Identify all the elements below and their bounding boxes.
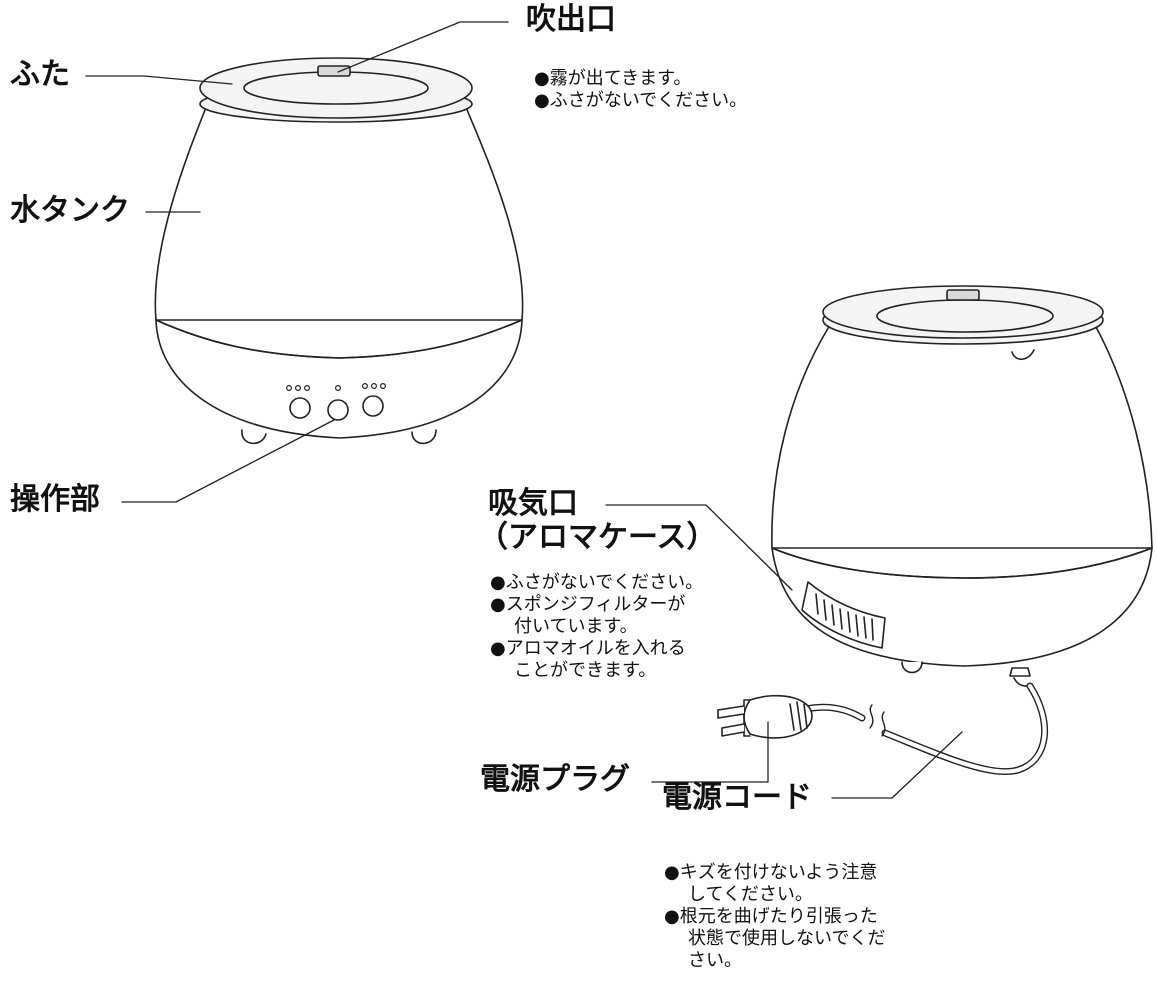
label-water-tank: 水タンク <box>10 193 130 228</box>
tank-spout <box>1011 349 1035 361</box>
note-intake-line: ●アロマオイルを入れる <box>490 638 686 659</box>
plug-blade-bottom <box>721 723 745 737</box>
label-controls: 操作部 <box>10 482 100 517</box>
cord-socket <box>1009 667 1031 677</box>
label-outlet: 吹出口 <box>526 2 616 37</box>
front-foot-right <box>411 429 437 445</box>
note-cord-line: さい。 <box>688 950 742 971</box>
note-intake: ●ふさがないでください。 ●スポンジフィルターが 付いています。 ●アロマオイル… <box>490 572 703 682</box>
note-cord: ●キズを付けないよう注意 してください。 ●根元を曲げたり引張った 状態で使用し… <box>664 862 885 972</box>
note-outlet: ●霧が出てきます。 ●ふさがないでください。 <box>534 68 747 112</box>
label-lid: ふた <box>10 57 70 92</box>
leader-cord <box>831 731 963 799</box>
leader-outlet <box>337 21 509 73</box>
note-outlet-line: ●ふさがないでください。 <box>534 90 748 111</box>
back-foot <box>901 661 923 674</box>
note-cord-line: してください。 <box>688 884 813 905</box>
leader-intake <box>605 504 793 591</box>
leader-lines <box>85 21 963 799</box>
front-base-seam <box>155 319 523 359</box>
back-tank-body <box>771 324 1153 549</box>
front-view-unit <box>154 57 524 445</box>
front-outlet-slot <box>317 65 351 77</box>
intake-vent <box>801 581 886 649</box>
back-outlet-slot <box>946 289 980 301</box>
note-intake-line: ●スポンジフィルターが <box>490 594 686 615</box>
label-aroma-case: （アロマケース） <box>478 520 717 555</box>
vent-slats <box>815 593 874 641</box>
back-view-unit <box>771 285 1153 677</box>
label-power-plug: 電源プラグ <box>480 762 630 797</box>
label-power-cord: 電源コード <box>662 780 812 815</box>
note-cord-line: 状態で使用しないでくだ <box>688 928 886 949</box>
cord-break-mark <box>869 704 886 737</box>
note-intake-line: ●ふさがないでください。 <box>490 572 704 593</box>
label-intake: 吸気口 <box>488 486 578 521</box>
front-lid <box>199 57 473 119</box>
note-cord-line: ●キズを付けないよう注意 <box>664 862 878 883</box>
control-buttons <box>289 395 384 421</box>
note-outlet-line: ●霧が出てきます。 <box>534 68 692 89</box>
front-foot-left <box>241 429 267 445</box>
note-intake-line: ことができます。 <box>514 660 657 681</box>
power-cord <box>776 677 1049 776</box>
leader-plug <box>651 721 769 783</box>
plug-blade-top <box>717 705 745 719</box>
power-plug <box>717 694 813 739</box>
front-tank-body <box>154 104 524 321</box>
indicator-leds <box>286 383 387 392</box>
leader-lid <box>85 75 233 85</box>
note-intake-line: 付いています。 <box>514 616 638 637</box>
back-base-seam <box>771 547 1153 579</box>
note-cord-line: ●根元を曲げたり引張った <box>664 906 878 927</box>
leader-controls <box>121 419 335 503</box>
